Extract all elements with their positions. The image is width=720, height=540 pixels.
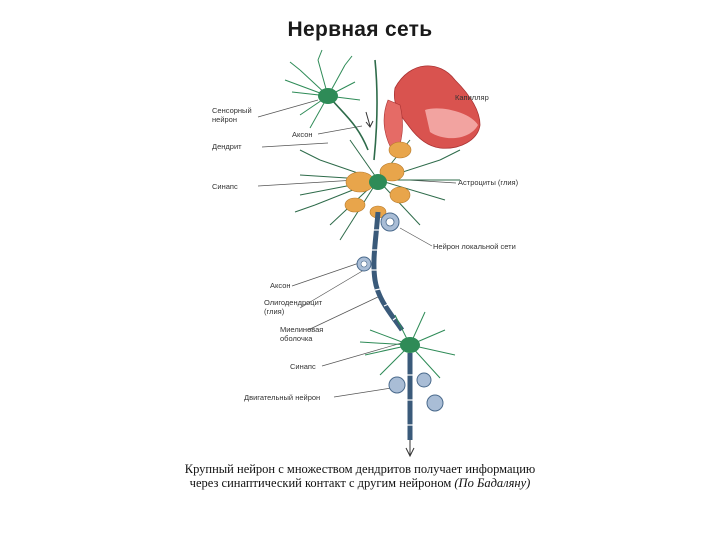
label-axon-mid: Аксон [270,281,291,290]
label-axon-top: Аксон [292,130,313,139]
central-neuron-body [369,174,387,190]
capillary-shape [383,65,481,156]
oligodendrocyte [356,256,372,272]
leader-synapse-top [257,179,357,187]
leader-oligodendrocyte [299,269,365,309]
figure-caption: Крупный нейрон с множеством дендритов по… [0,462,720,490]
label-local-neuron: Нейрон локальной сети [433,242,516,251]
leader-myelin [307,295,381,331]
sensory-neuron [284,49,361,129]
label-oligodendrocyte: Олигодендроцит (глия) [264,298,323,316]
label-synapse-bottom: Синапс [290,362,316,371]
leader-sensory-neuron [257,99,319,118]
leader-lines [257,89,457,398]
myelinated-axon [369,211,405,332]
label-motor-neuron: Двигательный нейрон [244,393,321,402]
label-myelin: Миелиновая оболочка [280,325,324,343]
label-astrocytes: Астроциты (глия) [458,178,519,187]
sensory-axon [331,59,378,161]
signal-arrow [365,111,374,128]
leader-axon-top [317,125,363,135]
leader-axon-mid [291,261,363,287]
label-capillary: Капилляр [455,93,489,102]
label-sensory-neuron: Сенсорный нейрон [212,106,252,124]
leader-motor-neuron [333,386,399,398]
page-title: Нервная сеть [287,18,433,41]
caption-line-1: Крупный нейрон с множеством дендритов по… [184,462,536,476]
astrocytes [344,141,412,219]
motor-neuron [359,311,456,458]
label-dendrite: Дендрит [212,142,242,151]
leader-synapse-bottom [321,341,406,367]
caption-line-2: через синаптический контакт с другим ней… [189,476,531,490]
local-network-neuron [380,212,400,232]
leader-local-neuron [399,227,433,247]
leader-dendrite [261,142,329,148]
label-synapse-top: Синапс [212,182,238,191]
caption-source: (По Бадаляну) [454,476,531,490]
